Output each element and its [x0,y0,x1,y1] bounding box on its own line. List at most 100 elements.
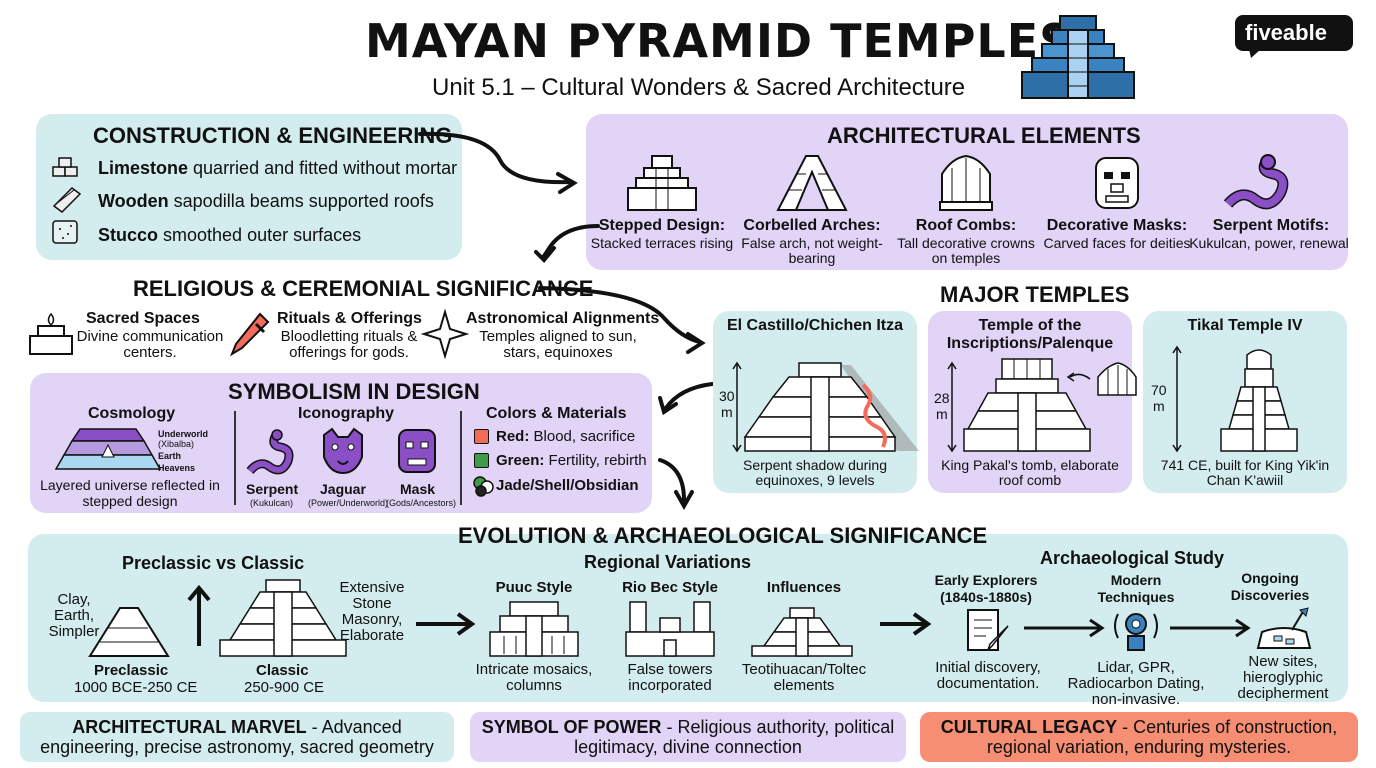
footer-power-desc: - Religious authority, political legitim… [574,717,895,757]
construction-panel: CONSTRUCTION & ENGINEERING Limestone qua… [36,114,462,260]
corbelled-arch-icon [776,155,848,211]
construction-item-3-text: smoothed outer surfaces [158,225,362,245]
cosmology-title: Cosmology [88,405,176,422]
footer-box-power: SYMBOL OF POWER - Religious authority, p… [470,712,906,762]
temple-1-desc: Serpent shadow during equinoxes, 9 level… [743,457,887,488]
classic-pyramid-icon [219,579,347,657]
architectural-elements-panel: ARCHITECTURAL ELEMENTS Stepped Design: S… [586,114,1349,270]
arrow-symbolism-to-evolution [658,458,686,502]
arrow-to-ongoing [1170,618,1251,638]
height-marker-3 [1172,345,1182,453]
color-item-jade: Jade/Shell/Obsidian [496,477,639,494]
construction-item-1-bold: Limestone [98,158,189,178]
header-pyramid-icon [1021,15,1135,99]
color-item-green-bold: Green: [496,452,545,469]
regional-1-desc: Intricate mosaics, columns [475,661,593,694]
footer-marvel-desc: - Advanced engineering, precise astronom… [40,717,434,757]
arch-item-5-title: Serpent Motifs: [1212,217,1330,234]
preclassic-date: 1000 BCE-250 CE [74,679,198,696]
symbolism-heading: SYMBOLISM IN DESIGN [228,379,480,404]
iconography-jaguar-name: Jaguar [320,481,366,497]
study-2-desc: Lidar, GPR, Radiocarbon Dating, non-inva… [1067,659,1205,708]
regional-2-desc: False towers incorporated [627,661,713,694]
palenque-temple-icon [963,358,1137,452]
classic-date: 250-900 CE [244,679,325,696]
religious-item-1-desc: Divine communication centers. [76,328,224,361]
excavation-icon [1256,607,1312,649]
temple-3-height: 70 [1151,382,1167,398]
jade-shell-obsidian-icon [473,476,494,497]
altar-icon [29,312,73,355]
cosmology-layer-heavens: Heavens [158,463,196,473]
colors-title: Colors & Materials [486,405,627,422]
iconography-jaguar-note: (Power/Underworld) [308,498,389,508]
temple-3-desc: 741 CE, built for King Yik'in Chan K'awi… [1160,457,1330,488]
regional-3-desc: Teotihuacan/Toltec elements [741,661,867,694]
construction-item-2-text: sapodilla beams supported roofs [168,191,434,211]
regional-2-name: Rio Bec Style [622,579,718,596]
document-icon [967,609,1009,651]
arch-item-4-desc: Carved faces for deities [1043,235,1191,251]
temple-2-name: Temple of the Inscriptions/Palenque [946,317,1114,352]
temple-1-unit: m [721,404,733,420]
iconography-mask-name: Mask [400,481,436,497]
arrow-temples-to-symbolism [664,382,714,410]
arch-item-3-desc: Tall decorative crowns on temples [897,235,1035,266]
footer-legacy-text: CULTURAL LEGACY - Centuries of construct… [924,717,1354,757]
color-swatch-green [474,453,489,468]
major-temples-heading: MAJOR TEMPLES [940,282,1130,307]
religious-item-2-title: Rituals & Offerings [277,310,422,327]
tikal-temple-icon [1220,349,1298,452]
religious-item-3-title: Astronomical Alignments [466,310,660,327]
color-item-red-bold: Red: [496,428,530,445]
temple-3-name: Tikal Temple IV [1187,317,1303,334]
construction-item-1: Limestone quarried and fitted without mo… [98,158,457,179]
arch-item-2-title: Corbelled Arches: [743,217,881,234]
footer-power-bold: SYMBOL OF POWER [481,717,662,737]
construction-item-3-bold: Stucco [98,225,159,245]
study-title: Archaeological Study [1040,548,1225,568]
color-item-red-text: Blood, sacrifice [529,428,636,445]
arrow-religious-to-temples [538,286,702,344]
rio-bec-style-icon [625,601,715,657]
construction-item-3: Stucco smoothed outer surfaces [98,225,361,246]
page-title: MAYAN PYRAMID TEMPLES [365,14,1074,68]
arch-item-4-title: Decorative Masks: [1046,217,1188,234]
evolution-heading: EVOLUTION & ARCHAEOLOGICAL SIGNIFICANCE [458,523,988,548]
color-swatch-red [474,429,489,444]
height-marker-2 [947,361,957,453]
symbolism-divider-1 [234,411,236,505]
puuc-style-icon [489,601,579,657]
symbolism-divider-2 [460,411,462,505]
stepped-pyramid-icon [627,155,697,211]
religious-item-1-title: Sacred Spaces [86,310,200,327]
symbolism-panel: SYMBOLISM IN DESIGN Cosmology Underworld… [30,373,652,513]
construction-heading: CONSTRUCTION & ENGINEERING [93,123,453,148]
study-1-name: Early Explorers (1840s-1880s) [934,572,1038,605]
footer-legacy-desc: - Centuries of construction, regional va… [986,717,1338,757]
pvc-left-note: Clay, Earth, Simpler [48,591,100,640]
temple-card-tikal: Tikal Temple IV 70 m 741 CE, built for K… [1143,311,1347,493]
cosmology-caption: Layered universe reflected in stepped de… [40,477,220,509]
iconography-serpent-name: Serpent [246,481,299,497]
stucco-icon [52,220,78,244]
architectural-heading: ARCHITECTURAL ELEMENTS [827,123,1141,148]
arrow-to-regional [416,612,476,636]
study-3-desc: New sites, hieroglyphic decipherment [1237,653,1329,702]
influences-pyramid-icon [751,607,853,657]
religious-heading: RELIGIOUS & CEREMONIAL SIGNIFICANCE [133,276,594,301]
regional-3-name: Influences [766,579,842,596]
brand-logo[interactable]: fiveable [1235,15,1353,58]
footer-marvel-bold: ARCHITECTURAL MARVEL [72,717,307,737]
footer-marvel-text: ARCHITECTURAL MARVEL - Advanced engineer… [24,717,450,757]
temple-card-el-castillo: El Castillo/Chichen Itza 30 m Serpent sh… [713,311,919,493]
footer-box-marvel: ARCHITECTURAL MARVEL - Advanced engineer… [20,712,454,762]
temple-3-unit: m [1153,398,1165,414]
serpent-icon [246,429,294,475]
page-subtitle: Unit 5.1 – Cultural Wonders & Sacred Arc… [432,74,966,101]
color-item-green-text: Fertility, rebirth [544,452,647,469]
arch-item-1-desc: Stacked terraces rising [590,235,734,251]
preclassic-pyramid-icon [88,607,170,657]
arrow-arch-to-religious [542,224,600,258]
